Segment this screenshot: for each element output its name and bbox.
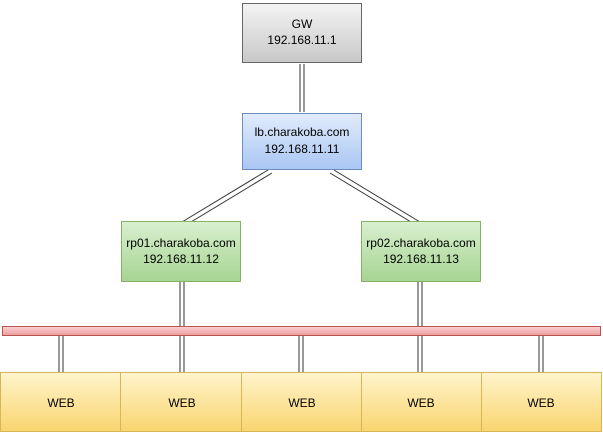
web-server-1[interactable]: WEB [0, 372, 121, 432]
rp01-ip: 192.168.11.12 [143, 252, 219, 266]
lb-name: lb.charakoba.com [255, 125, 350, 139]
lb-ip: 192.168.11.11 [265, 142, 340, 156]
link-bus-web-2 [179, 336, 185, 372]
link-rp02-bus [417, 282, 423, 326]
web-server-3[interactable]: WEB [241, 372, 362, 432]
gw-node[interactable]: GW 192.168.11.1 [242, 3, 362, 63]
web-server-5[interactable]: WEB [481, 372, 602, 432]
link-bus-web-3 [298, 336, 304, 372]
rp01-name: rp01.charakoba.com [126, 236, 235, 250]
links [58, 64, 544, 372]
web-server-label: WEB [288, 396, 315, 410]
link-rp01-bus [179, 282, 185, 326]
link-bus-web-5 [538, 336, 544, 372]
web-server-row: WEB WEB WEB WEB WEB [0, 372, 602, 432]
gw-ip: 192.168.11.1 [267, 33, 337, 47]
web-server-4[interactable]: WEB [361, 372, 482, 432]
network-bus [2, 326, 601, 336]
rp02-name: rp02.charakoba.com [366, 236, 475, 250]
link-bus-web-4 [417, 336, 423, 372]
link-lb-rp01 [181, 169, 273, 226]
gw-name: GW [292, 17, 313, 31]
web-server-label: WEB [168, 396, 195, 410]
link-lb-rp02 [329, 169, 421, 226]
lb-node[interactable]: lb.charakoba.com 192.168.11.11 [242, 113, 362, 170]
web-server-2[interactable]: WEB [120, 372, 242, 432]
link-bus-web-1 [58, 336, 64, 372]
rp02-ip: 192.168.11.13 [383, 252, 459, 266]
web-server-label: WEB [407, 396, 434, 410]
link-gw-lb [299, 64, 305, 112]
web-server-label: WEB [47, 396, 74, 410]
rp01-node[interactable]: rp01.charakoba.com 192.168.11.12 [121, 221, 241, 282]
rp02-node[interactable]: rp02.charakoba.com 192.168.11.13 [361, 221, 481, 282]
web-server-label: WEB [527, 396, 554, 410]
